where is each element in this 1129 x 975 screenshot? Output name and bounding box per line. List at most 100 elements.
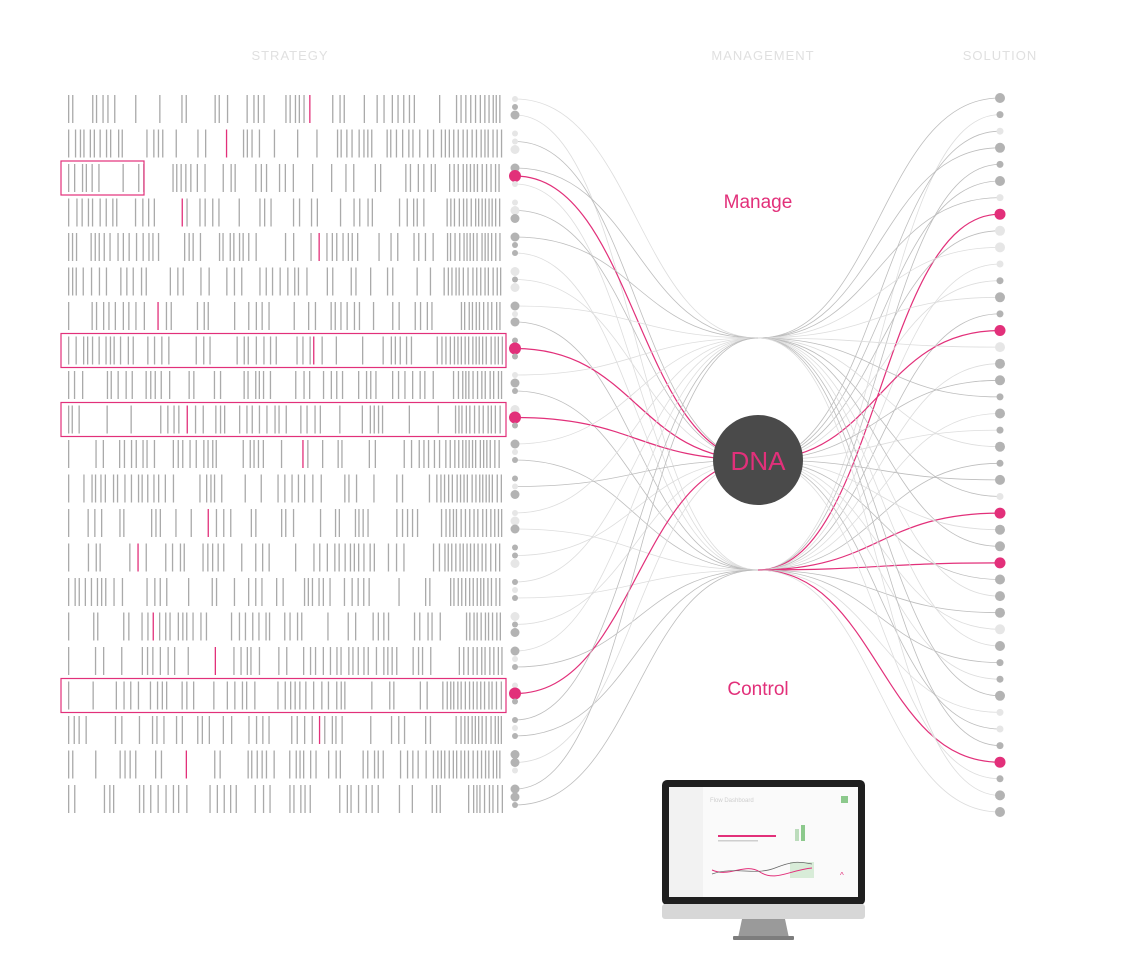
strategy-node-highlighted[interactable] (509, 411, 521, 424)
strategy-node[interactable] (512, 587, 518, 593)
solution-node[interactable] (996, 659, 1004, 667)
solution-node[interactable] (996, 194, 1004, 202)
strategy-node[interactable] (512, 372, 518, 378)
solution-node[interactable] (996, 426, 1004, 434)
strategy-node[interactable] (510, 110, 520, 120)
solution-node[interactable] (995, 375, 1005, 386)
solution-node[interactable] (996, 725, 1004, 733)
solution-node[interactable] (995, 142, 1005, 153)
solution-node-highlighted[interactable] (994, 507, 1006, 519)
strategy-node[interactable] (512, 449, 518, 455)
solution-node[interactable] (995, 624, 1005, 635)
solution-node-highlighted[interactable] (994, 325, 1006, 336)
strategy-node[interactable] (512, 767, 518, 774)
strategy-node[interactable] (510, 646, 520, 656)
solution-node[interactable] (996, 393, 1004, 401)
solution-node[interactable] (996, 459, 1004, 467)
solution-node[interactable] (996, 675, 1004, 683)
solution-node[interactable] (996, 127, 1004, 135)
strategy-node[interactable] (510, 214, 520, 223)
solution-node[interactable] (996, 277, 1004, 285)
strategy-node-highlighted[interactable] (509, 170, 521, 182)
strategy-node[interactable] (512, 337, 518, 344)
strategy-node[interactable] (512, 664, 518, 670)
strategy-node[interactable] (510, 283, 520, 292)
strategy-node[interactable] (510, 317, 520, 327)
strategy-node[interactable] (512, 802, 518, 808)
solution-node[interactable] (995, 225, 1005, 236)
strategy-node[interactable] (510, 516, 520, 526)
solution-node[interactable] (995, 342, 1005, 353)
strategy-node[interactable] (510, 559, 520, 568)
strategy-node[interactable] (512, 682, 518, 689)
strategy-node[interactable] (512, 353, 518, 360)
strategy-node[interactable] (512, 422, 518, 429)
strategy-node[interactable] (512, 510, 518, 516)
solution-node[interactable] (995, 807, 1005, 817)
strategy-node[interactable] (510, 524, 520, 534)
solution-node-highlighted[interactable] (994, 208, 1006, 220)
strategy-node[interactable] (512, 656, 518, 662)
dna-hub[interactable]: DNA (713, 415, 803, 505)
solution-node[interactable] (995, 292, 1005, 303)
strategy-node[interactable] (510, 301, 520, 311)
strategy-node[interactable] (510, 628, 520, 637)
solution-node[interactable] (995, 358, 1005, 369)
strategy-node[interactable] (512, 475, 518, 482)
solution-node[interactable] (995, 607, 1005, 618)
solution-node[interactable] (996, 111, 1004, 119)
strategy-node[interactable] (512, 621, 518, 628)
strategy-node[interactable] (512, 181, 518, 187)
strategy-node[interactable] (510, 405, 520, 414)
strategy-node[interactable] (512, 388, 518, 394)
solution-node[interactable] (995, 574, 1005, 585)
strategy-node[interactable] (510, 145, 520, 154)
strategy-node[interactable] (512, 199, 518, 206)
strategy-row-highlight-frame[interactable] (60, 160, 145, 196)
strategy-node[interactable] (512, 130, 518, 137)
strategy-node-highlighted[interactable] (509, 342, 521, 355)
solution-node[interactable] (995, 641, 1005, 651)
strategy-node[interactable] (510, 232, 520, 242)
solution-node[interactable] (995, 790, 1005, 801)
strategy-node[interactable] (512, 483, 518, 490)
solution-node[interactable] (995, 524, 1005, 535)
solution-node-highlighted[interactable] (994, 756, 1006, 768)
dna-hub-circle[interactable] (713, 415, 803, 505)
strategy-node[interactable] (512, 276, 518, 283)
strategy-node[interactable] (512, 717, 518, 723)
strategy-node[interactable] (510, 163, 520, 173)
strategy-node[interactable] (512, 104, 518, 110)
strategy-node[interactable] (510, 758, 520, 767)
strategy-node[interactable] (510, 750, 520, 759)
strategy-row-highlight-frame[interactable] (60, 401, 507, 438)
strategy-node-highlighted[interactable] (509, 687, 521, 700)
solution-node[interactable] (996, 493, 1004, 500)
solution-node[interactable] (996, 310, 1004, 318)
strategy-node[interactable] (510, 792, 520, 802)
solution-node[interactable] (996, 775, 1004, 783)
strategy-node[interactable] (512, 733, 518, 739)
strategy-node[interactable] (512, 544, 518, 551)
strategy-row-highlight-frame[interactable] (60, 332, 507, 369)
strategy-node[interactable] (512, 698, 518, 705)
solution-node[interactable] (996, 742, 1004, 750)
strategy-node[interactable] (510, 206, 520, 215)
solution-node-highlighted[interactable] (994, 557, 1006, 569)
solution-node[interactable] (995, 591, 1005, 602)
strategy-node[interactable] (512, 242, 518, 248)
strategy-node[interactable] (512, 552, 518, 559)
strategy-node[interactable] (510, 490, 520, 499)
solution-node[interactable] (995, 176, 1005, 186)
strategy-node[interactable] (512, 96, 518, 102)
solution-node[interactable] (995, 541, 1005, 552)
strategy-node[interactable] (510, 267, 520, 276)
strategy-node[interactable] (510, 378, 520, 388)
solution-node[interactable] (996, 260, 1004, 268)
strategy-node[interactable] (510, 439, 520, 449)
solution-node[interactable] (995, 690, 1005, 701)
strategy-row-highlight-frame[interactable] (60, 677, 507, 714)
solution-node[interactable] (995, 93, 1005, 103)
strategy-node[interactable] (510, 612, 520, 621)
strategy-node[interactable] (512, 725, 518, 731)
